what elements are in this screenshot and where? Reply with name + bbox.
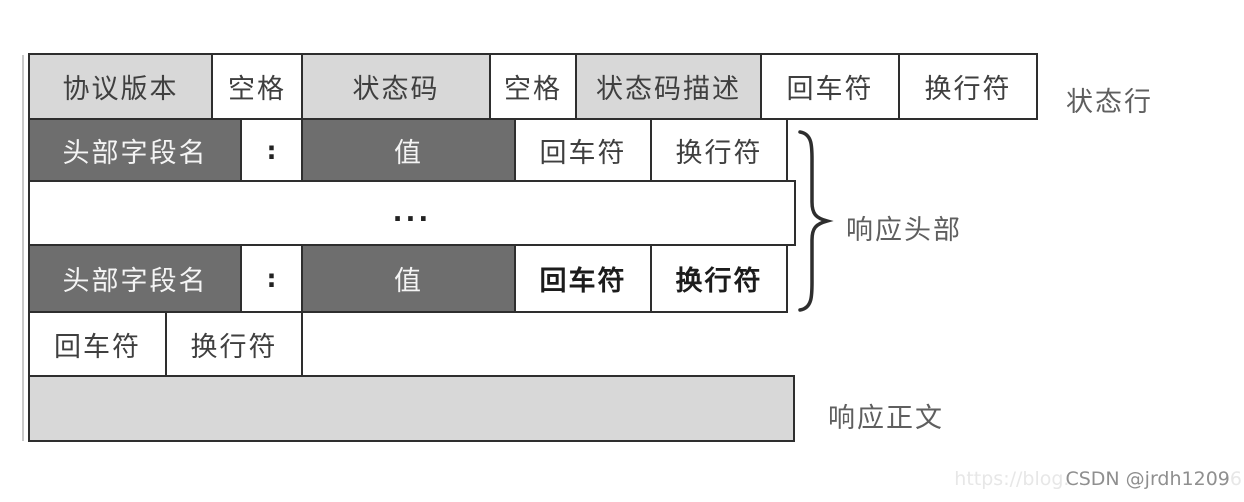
cell-status-desc: 状态码描述 (575, 53, 762, 120)
brace-icon (798, 130, 834, 312)
cell-ellipsis: ... (28, 180, 796, 246)
cell-cr: 回车符 (28, 311, 167, 377)
header-row-bottom: 头部字段名 : 值 回车符 换行符 (28, 244, 788, 313)
crlf-row: 回车符 换行符 (28, 311, 303, 377)
ellipsis-row: ... (28, 180, 796, 246)
cell-lf: 换行符 (898, 53, 1038, 120)
status-line-row: 协议版本 空格 状态码 空格 状态码描述 回车符 换行符 (28, 53, 1038, 120)
watermark-handle: CSDN @jrdh1209 (1065, 468, 1230, 490)
cell-colon: : (240, 244, 303, 313)
watermark-url-tail: 6 (1229, 468, 1242, 490)
cell-cr: 回车符 (514, 118, 652, 182)
watermark: https://blog.CSDN @jrdh12096 (954, 468, 1242, 490)
cell-header-value: 值 (301, 118, 516, 182)
cell-status-code: 状态码 (301, 53, 491, 120)
cell-lf: 换行符 (165, 311, 303, 377)
response-headers-annotation: 响应头部 (846, 215, 962, 246)
cell-cr: 回车符 (760, 53, 900, 120)
cell-header-field-name: 头部字段名 (28, 118, 242, 182)
cell-cr: 回车符 (514, 244, 652, 313)
cell-space-2: 空格 (489, 53, 577, 120)
cell-header-field-name: 头部字段名 (28, 244, 242, 313)
cell-protocol-version: 协议版本 (28, 53, 213, 120)
body-row (28, 375, 795, 442)
response-body-annotation: 响应正文 (828, 403, 944, 434)
watermark-url-fragment: https://blog. (954, 468, 1070, 490)
header-row-top: 头部字段名 : 值 回车符 换行符 (28, 118, 788, 182)
cell-response-body (28, 375, 795, 442)
cell-space-1: 空格 (211, 53, 303, 120)
cell-header-value: 值 (301, 244, 516, 313)
cell-colon: : (240, 118, 303, 182)
cell-lf: 换行符 (650, 244, 788, 313)
left-edge-line (22, 55, 24, 441)
cell-lf: 换行符 (650, 118, 788, 182)
status-line-annotation: 状态行 (1066, 87, 1153, 118)
